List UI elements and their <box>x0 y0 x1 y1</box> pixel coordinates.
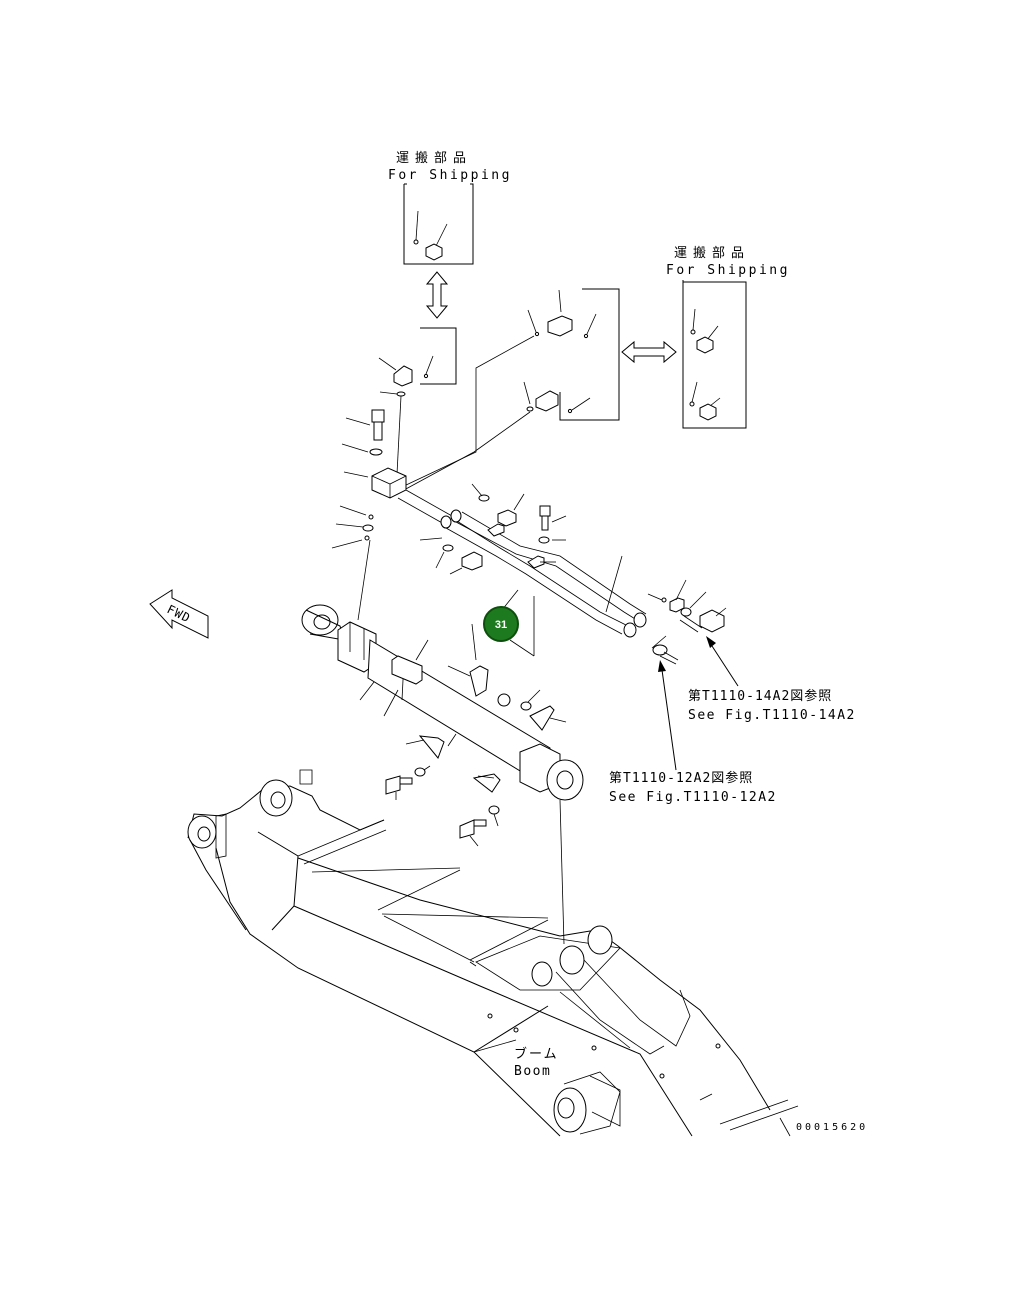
boom-cylinder <box>301 604 584 945</box>
fwd-arrow: FWD <box>149 589 209 639</box>
shipping-right-jp: 運搬部品 <box>674 246 750 261</box>
fitting-box-left <box>420 327 457 385</box>
right-end-bolts <box>647 579 739 771</box>
cylinder-clamps <box>385 623 567 847</box>
shipping-top-en: For Shipping <box>388 168 512 183</box>
pipe-bolts <box>419 483 567 575</box>
elbow-fittings <box>378 289 573 412</box>
shipping-box-right: 運搬部品 For Shipping <box>666 246 790 429</box>
ref-upper-en: See Fig.T1110-14A2 <box>688 708 856 723</box>
reference-lower: 第T1110-12A2図参照 See Fig.T1110-12A2 <box>609 770 777 805</box>
hydraulic-pipes <box>440 509 647 638</box>
double-arrow-horizontal <box>621 340 677 364</box>
reference-upper: 第T1110-14A2図参照 See Fig.T1110-14A2 <box>688 688 856 723</box>
ref-lower-en: See Fig.T1110-12A2 <box>609 790 777 805</box>
ref-lower-jp: 第T1110-12A2図参照 <box>609 770 753 786</box>
callout-31-marker[interactable] <box>483 606 519 642</box>
shipping-right-en: For Shipping <box>666 263 790 278</box>
ref-upper-jp: 第T1110-14A2図参照 <box>688 688 832 704</box>
block-fitting <box>371 467 453 525</box>
boom-label-jp: ブーム <box>514 1046 559 1062</box>
hose-lines <box>396 335 535 491</box>
boom-label: ブーム Boom <box>514 1046 559 1079</box>
double-arrow-vertical <box>425 271 449 319</box>
shipping-top-jp: 運搬部品 <box>396 151 472 166</box>
fitting-box-center <box>559 288 620 421</box>
shipping-box-top: 運搬部品 For Shipping <box>388 151 512 265</box>
callout-31[interactable]: 31 <box>483 596 535 657</box>
callout-31-number[interactable]: 31 <box>495 619 507 631</box>
drawing-code: 00015620 <box>796 1122 868 1133</box>
bolt-set-left <box>331 409 385 621</box>
boom-label-en: Boom <box>514 1064 551 1079</box>
boom-structure <box>187 769 799 1137</box>
